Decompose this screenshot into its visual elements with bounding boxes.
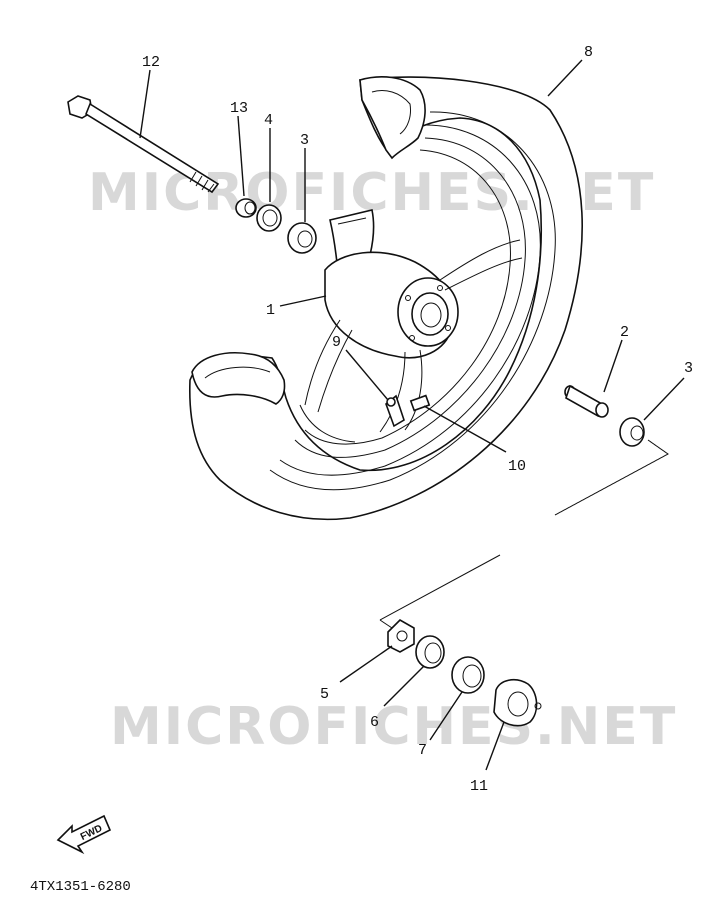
callout-1: 1 — [266, 302, 275, 319]
callout-8: 8 — [584, 44, 593, 61]
clutch-retainer — [387, 619, 415, 653]
callout-10: 10 — [508, 458, 526, 475]
leader-lines — [139, 59, 685, 771]
callout-2: 2 — [620, 324, 629, 341]
watermark-bottom: MICROFICHES.NET — [110, 697, 677, 757]
bearing-lower — [451, 656, 485, 694]
callout-3-right: 3 — [684, 360, 693, 377]
collar — [235, 198, 257, 218]
callout-9: 9 — [332, 334, 341, 351]
callout-4: 4 — [264, 112, 273, 129]
valve-stem — [385, 394, 405, 428]
callout-3-upper: 3 — [300, 132, 309, 149]
diagram-code: 4TX1351-6280 — [30, 879, 131, 895]
oil-seal-lower — [415, 635, 445, 669]
wheel-hub — [304, 209, 523, 433]
callout-12: 12 — [142, 54, 160, 71]
tire — [188, 76, 584, 521]
callout-13: 13 — [230, 100, 248, 117]
callout-7: 7 — [418, 742, 427, 759]
assembly-line — [379, 439, 669, 629]
callout-6: 6 — [370, 714, 379, 731]
bearing-right — [619, 417, 645, 447]
wheel-rim — [294, 137, 526, 458]
oil-seal-left — [256, 204, 282, 232]
bearing-left — [287, 222, 317, 254]
meter-gear-unit — [493, 678, 542, 727]
forward-arrow-icon: FWD — [56, 814, 112, 855]
callout-5: 5 — [320, 686, 329, 703]
balance-weight — [409, 394, 431, 412]
callout-11: 11 — [470, 778, 488, 795]
axle-bolt — [67, 95, 220, 194]
spacer — [564, 384, 609, 418]
